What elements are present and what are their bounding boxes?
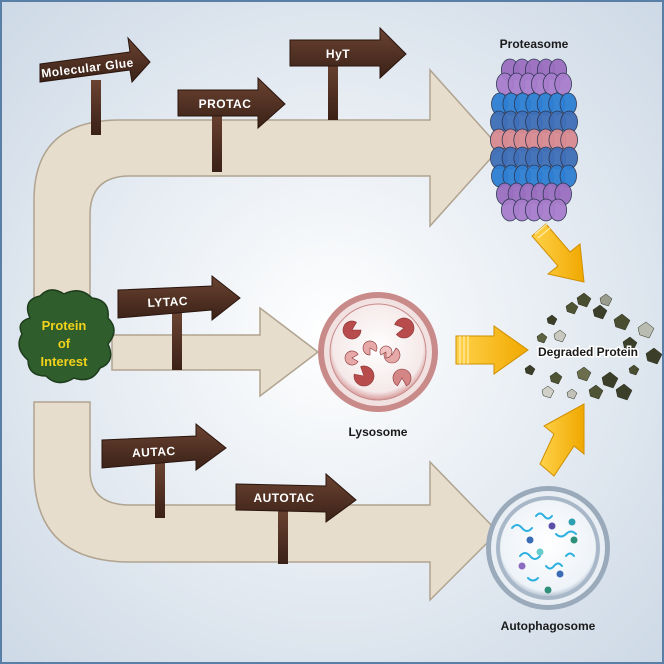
protein-fragment <box>536 332 548 344</box>
protein-fragment <box>628 364 640 376</box>
cargo-dot <box>548 522 556 530</box>
lysosome-enzyme <box>344 350 359 366</box>
cargo-squiggle <box>527 577 539 582</box>
wooden-sign-arrow-icon <box>39 36 151 84</box>
protein-fragment <box>524 364 536 376</box>
wooden-sign-arrow-icon <box>117 274 241 322</box>
cargo-dot <box>526 536 534 544</box>
sign-post <box>212 110 222 172</box>
sign-label-autac: AUTAC <box>132 444 176 460</box>
wooden-sign-arrow-icon <box>235 472 357 523</box>
protein-fragment <box>615 383 633 401</box>
sign-lytac: LYTAC <box>117 274 241 370</box>
protein-fragment <box>546 314 558 326</box>
wooden-sign-arrow-icon <box>177 76 286 130</box>
autophagosome-contents <box>511 512 578 594</box>
protein-fragment <box>622 336 638 352</box>
wooden-sign-arrow-icon <box>289 26 407 80</box>
sign-autotac: AUTOTAC <box>235 472 357 564</box>
lysosome-enzymes <box>342 317 415 387</box>
middle-pathway-arrow <box>111 306 320 398</box>
degraded-protein-label: Degraded Protein <box>538 345 638 359</box>
sign-post <box>172 312 182 370</box>
lysosome-enzyme <box>362 340 378 356</box>
protein-fragment <box>549 371 563 385</box>
protein-fragment <box>541 385 555 399</box>
yellow-arrow-from-lysosome <box>455 325 529 375</box>
cargo-dot <box>544 586 552 594</box>
sign-post <box>155 462 165 518</box>
cargo-squiggle <box>535 512 553 520</box>
top-curved-pathway-arrow <box>33 68 502 301</box>
protein-fragment <box>637 321 655 339</box>
protein-fragment <box>592 304 608 320</box>
lysosome-enzyme <box>392 368 412 387</box>
sign-label-hyt: HyT <box>326 47 350 61</box>
sign-label-autotac: AUTOTAC <box>253 491 314 505</box>
lysosome-lumen <box>329 303 427 401</box>
wooden-sign-arrow-icon <box>101 422 227 471</box>
cargo-squiggle <box>545 562 563 570</box>
protein-fragment <box>613 313 631 331</box>
yellow-arrow-icon <box>455 325 529 375</box>
autophagosome-label: Autophagosome <box>501 619 596 633</box>
protein-blob-icon <box>18 289 115 384</box>
proteasome-subunit <box>548 198 568 222</box>
poi-label-line2: of <box>58 336 71 351</box>
yellow-arrow-from-autophagosome <box>539 403 585 477</box>
degraded-protein-fragments <box>524 292 663 401</box>
protein-fragment <box>553 329 567 343</box>
yellow-arrow-icon <box>531 223 585 283</box>
cargo-squiggle <box>511 524 533 532</box>
sign-label-protac: PROTAC <box>199 97 252 111</box>
sign-protac: PROTAC <box>177 76 286 172</box>
cargo-dot <box>536 548 544 556</box>
autophagosome-lumen <box>500 500 596 596</box>
lysosome-enzyme <box>342 320 362 340</box>
proteasome-subunit <box>554 72 572 96</box>
cargo-dot <box>568 518 576 526</box>
poi-label-line3: Interest <box>41 354 89 369</box>
proteasome-barrel-icon <box>490 58 578 222</box>
lysosome-enzyme <box>353 365 375 387</box>
poi-label-line1: Protein <box>42 318 87 333</box>
protein-fragment <box>566 388 578 400</box>
autophagosome: Autophagosome <box>486 486 610 633</box>
bottom-curved-pathway-arrow <box>33 401 500 602</box>
proteasome-label: Proteasome <box>500 37 569 51</box>
cargo-dot <box>518 562 526 570</box>
lysosome: Lysosome <box>318 292 438 439</box>
sign-post <box>91 80 101 135</box>
cargo-dot <box>556 570 564 578</box>
protein-of-interest: Protein of Interest <box>18 289 115 384</box>
cargo-dot <box>570 536 578 544</box>
cargo-squiggle <box>555 530 577 538</box>
cargo-squiggle <box>519 552 541 560</box>
cargo-squiggle <box>565 552 575 557</box>
protein-fragment <box>565 301 579 315</box>
yellow-arrow-icon <box>539 403 585 477</box>
sign-label-lytac: LYTAC <box>147 294 188 310</box>
protein-fragment <box>576 366 592 382</box>
yellow-arrow-from-proteasome <box>531 223 585 283</box>
lysosome-enzyme <box>379 345 393 359</box>
protein-fragment <box>601 371 619 389</box>
proteasome: Proteasome <box>490 37 578 222</box>
lysosome-enzyme <box>394 317 415 339</box>
sign-hyt: HyT <box>289 26 407 120</box>
protein-fragment <box>576 292 592 308</box>
protein-fragment <box>645 347 663 365</box>
lysosome-label: Lysosome <box>349 425 408 439</box>
sign-post <box>328 60 338 120</box>
protein-fragment <box>588 384 604 400</box>
sign-post <box>278 508 288 564</box>
sign-autac: AUTAC <box>101 422 227 518</box>
protein-fragment <box>599 293 613 307</box>
